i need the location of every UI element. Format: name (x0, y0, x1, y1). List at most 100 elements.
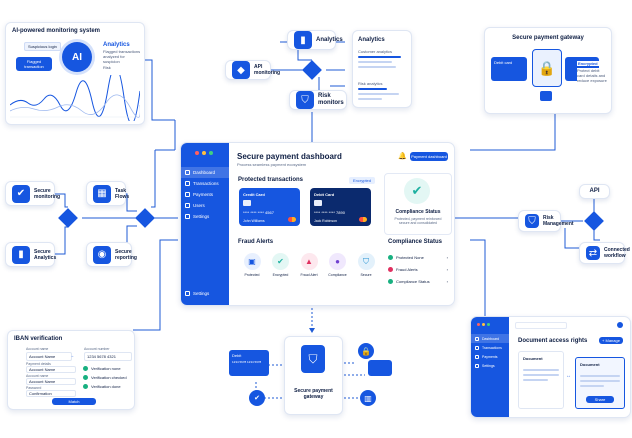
sidebar-item-payments[interactable]: Payments (181, 189, 229, 200)
risk-monitors-label: Risk monitors (318, 93, 344, 106)
analytics-doc-bars2 (358, 85, 406, 100)
workflow-icon: ⇄ (586, 246, 600, 260)
calendar-icon: ▦ (93, 184, 111, 203)
risk-management-label: Risk Management (543, 215, 574, 227)
iban-match-button[interactable]: Match (52, 398, 96, 405)
fraud-item-alert[interactable]: ▲ Fraud Alert (296, 253, 322, 277)
api-icon: ◆ (232, 61, 250, 79)
dashboard-title: Secure payment dashboard (237, 152, 342, 161)
connected-workflow-label: Connected workflow (604, 247, 630, 259)
ai-analytics-text: Flagged transactions analyzed for suspic… (103, 49, 141, 64)
ai-brain-icon: AI (62, 42, 92, 72)
dashboard-sidebar: Dashboard Transactions Payments Users Se… (181, 143, 229, 305)
credit-card[interactable]: Credit Card **** **** **** 4567 John Wil… (239, 188, 300, 226)
doc-sidebar-item[interactable]: Settings (471, 361, 509, 370)
secure-monitoring-label: Secure monitoring (34, 187, 61, 200)
ai-monitoring-card: AI-powered monitoring system Suspicious … (5, 22, 145, 125)
warning-icon: ▲ (300, 253, 318, 270)
gateway-card-label: Debit card (494, 60, 513, 65)
bell-icon[interactable]: 🔔 (398, 153, 407, 160)
secure-shield-icon: ⛉ (357, 253, 375, 270)
doc-access-title: Document access rights (518, 338, 588, 344)
iban-field-input[interactable]: Account Name (26, 366, 76, 373)
doc-sidebar: Dashboard Transactions Payments Settings (471, 317, 509, 417)
secure-reporting-node[interactable]: ◉ Secure reporting (86, 242, 137, 267)
doc-sidebar-item[interactable]: Payments (471, 352, 509, 361)
shield-icon: ⛉ (296, 91, 314, 109)
bar-chart-icon: ▮ (294, 31, 312, 49)
bottom-lock-icon: 🔒 (358, 343, 374, 359)
connected-workflow-node[interactable]: ⇄ Connected workflow (579, 242, 630, 264)
window-controls (181, 143, 229, 155)
risk-management-node[interactable]: ⛉ Risk Management (518, 210, 574, 232)
sidebar-item-settings[interactable]: Settings (181, 211, 229, 222)
api-label: API (589, 188, 600, 194)
compliance-item[interactable]: Fraud Alerts› (388, 263, 448, 275)
analytics-doc-title: Analytics (358, 37, 385, 43)
document-card-1[interactable]: Document (518, 351, 564, 409)
gateway-enc-text: Protect debit card details and reduce ex… (577, 68, 607, 83)
compliance-list: Protected None› Fraud Alerts› Compliance… (388, 251, 448, 287)
shield-check-icon: ✔ (12, 184, 30, 203)
person-icon: ● (329, 253, 346, 270)
analytics-node-label: Analytics (316, 36, 343, 43)
task-flows-node[interactable]: ▦ Task Flows (86, 181, 129, 206)
debit-card[interactable]: Debit Card **** **** **** 7890 Jack Robi… (310, 188, 371, 226)
check-shield-icon: ✔ (272, 253, 289, 270)
doc-share-button[interactable]: Share (586, 396, 614, 403)
sidebar-bottom-settings[interactable]: Settings (181, 288, 209, 299)
bottom-cards-icon (368, 360, 392, 376)
fraud-alerts-title: Fraud Alerts (238, 239, 274, 245)
ai-chip-flagged: Flagged transaction (16, 57, 52, 71)
doc-sidebar-item[interactable]: Dashboard (471, 334, 509, 343)
document-card-2[interactable]: Document Share (575, 357, 625, 409)
dashboard-subtitle: Process seamless payment ecosystem (237, 162, 307, 167)
compliance-status-title: Compliance Status (395, 209, 441, 215)
iban-to-value[interactable]: 1234 5678 4321 (84, 352, 132, 361)
compliance-list-title: Compliance Status (388, 239, 443, 245)
bottom-small-shield-icon: ✔ (249, 390, 265, 406)
dashboard-window: Dashboard Transactions Payments Users Se… (180, 142, 455, 306)
analytics-node[interactable]: ▮ Analytics (287, 30, 343, 50)
encrypted-badge: Encrypted (349, 177, 376, 184)
secure-monitoring-node[interactable]: ✔ Secure monitoring (5, 181, 60, 206)
analytics-document: Analytics Customer analytics Risk analyt… (352, 30, 412, 108)
gateway-title: Secure payment gateway (512, 35, 584, 41)
risk-monitors-node[interactable]: ⛉ Risk monitors (289, 90, 347, 110)
sidebar-item-dashboard[interactable]: Dashboard (181, 167, 229, 178)
iban-checks: Verification none Verification checked V… (83, 364, 129, 391)
gateway-small-lock (540, 91, 552, 101)
iban-field-input[interactable]: Account Name (26, 378, 76, 385)
api-node[interactable]: API (579, 184, 610, 199)
payment-dashboard-button[interactable]: Payment dashboard (410, 152, 448, 161)
analytics-bar-icon: ▮ (12, 245, 30, 264)
fraud-item-compliance[interactable]: ● Compliance (325, 253, 351, 277)
secure-analytics-node[interactable]: ▮ Secure Analytics (5, 242, 57, 267)
doc-avatar[interactable] (617, 322, 623, 328)
compliance-item[interactable]: Protected None› (388, 251, 448, 263)
doc-search-bar[interactable] (515, 322, 567, 329)
fraud-alerts-row: ▣ Protected ✔ Encrypted ▲ Fraud Alert ● … (239, 253, 379, 277)
doc-sidebar-item[interactable]: Transactions (471, 343, 509, 352)
sidebar-item-transactions[interactable]: Transactions (181, 178, 229, 189)
analytics-doc-bars1 (358, 53, 406, 68)
ai-chip-suspicious: Suspicious login (24, 42, 61, 51)
risk-shield-icon: ⛉ (525, 214, 539, 228)
iban-field-input[interactable]: Confirmation (26, 390, 76, 397)
fraud-item-secure[interactable]: ⛉ Secure (353, 253, 379, 277)
doc-manage-button[interactable]: + Manage (599, 337, 623, 344)
bottom-gateway-card: ⛉ Secure payment gateway (284, 336, 343, 415)
fraud-item-protected[interactable]: ▣ Protected (239, 253, 265, 277)
ai-analytics-title: Analytics (103, 42, 130, 48)
sidebar-item-users[interactable]: Users (181, 200, 229, 211)
api-monitoring-label: API monitoring (254, 64, 281, 76)
iban-to-label: Account number (84, 347, 110, 351)
secure-analytics-label: Secure Analytics (34, 248, 57, 261)
compliance-status-text: Protected, payment reinforced secure and… (394, 217, 442, 225)
arrow-right-icon: → (70, 353, 74, 358)
fraud-item-encrypted[interactable]: ✔ Encrypted (268, 253, 294, 277)
analytics-doc-row1: Customer analytics (358, 49, 393, 54)
iban-from-value[interactable]: Account Name (26, 352, 72, 361)
api-monitoring-node[interactable]: ◆ API monitoring (225, 60, 280, 80)
compliance-item[interactable]: Compliance Status› (388, 275, 448, 287)
